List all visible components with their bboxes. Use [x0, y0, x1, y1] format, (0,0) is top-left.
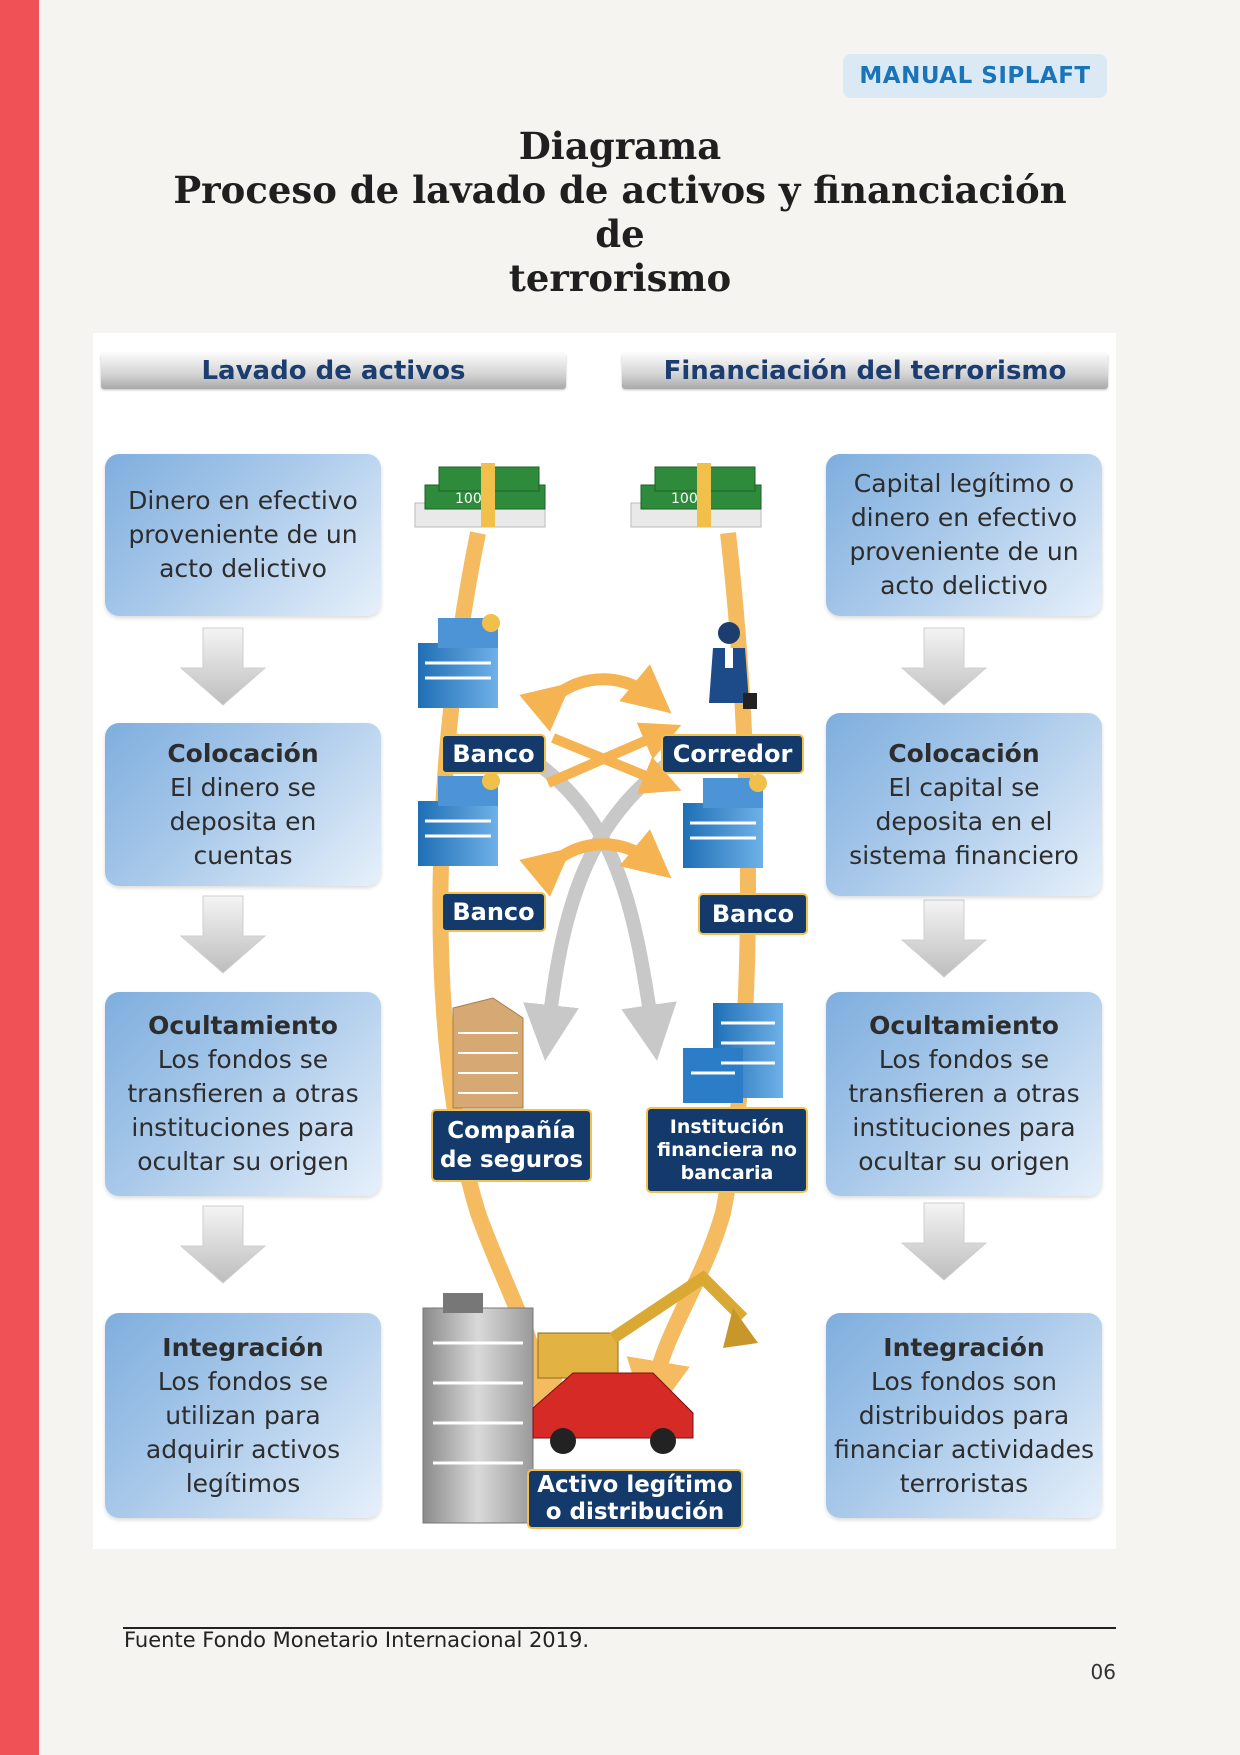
- box-right-integration-text: Los fondos son distribuidos para financi…: [833, 1366, 1094, 1498]
- box-right-integration: Integración Los fondos son distribuidos …: [826, 1313, 1102, 1518]
- flow-arrow-right: [626, 532, 756, 1425]
- box-left-origin: Dinero en efectivo proveniente de un act…: [105, 454, 381, 616]
- box-left-integration-text: Los fondos se utilizan para adquirir act…: [145, 1366, 341, 1498]
- excavator: [537, 1270, 758, 1379]
- box-right-placement-text: El capital se deposita en el sistema fin…: [849, 772, 1079, 870]
- money-stack-right: 100: [630, 463, 762, 528]
- box-left-placement: Colocación El dinero se deposita en cuen…: [105, 723, 381, 886]
- diagram-artwork: 100 100: [179, 463, 988, 1524]
- box-right-layering-title: Ocultamiento: [869, 1011, 1059, 1040]
- exchange-arrow-top: [519, 664, 672, 732]
- sports-car: [532, 1372, 694, 1454]
- box-right-integration-title: Integración: [883, 1332, 1045, 1362]
- box-right-placement-title: Colocación: [888, 738, 1040, 768]
- box-left-placement-text: El dinero se deposita en cuentas: [169, 772, 317, 870]
- box-left-placement-title: Colocación: [167, 738, 319, 768]
- box-right-origin: Capital legítimo o dinero en efectivo pr…: [826, 454, 1102, 616]
- asset-tower: [422, 1293, 534, 1524]
- box-right-placement: Colocación El capital se deposita en el …: [826, 713, 1102, 896]
- header-terrorism-financing: Financiación del terrorismo: [622, 353, 1108, 389]
- label-nonbank-institution: Institución financiera no bancaria: [646, 1107, 808, 1193]
- exchange-arrow-cross-2: [551, 733, 682, 794]
- svg-text:100: 100: [455, 491, 482, 507]
- box-left-origin-text: Dinero en efectivo proveniente de un act…: [128, 486, 358, 583]
- label-insurance-company: Compañía de seguros: [431, 1109, 592, 1182]
- down-arrow-right-3: [900, 1202, 988, 1281]
- page-number: 06: [1090, 1660, 1116, 1684]
- label-bank-2: Banco: [441, 892, 546, 932]
- bank-building-2: [418, 772, 500, 866]
- bank-building-1: [418, 614, 500, 708]
- box-left-layering-title: Ocultamiento: [148, 1011, 338, 1040]
- process-diagram: 100 100: [93, 333, 1116, 1549]
- money-stack-left: 100: [414, 463, 546, 528]
- bank-building-3: [683, 774, 767, 868]
- header-money-laundering: Lavado de activos: [101, 353, 566, 389]
- insurance-building: [452, 997, 524, 1109]
- nonbank-building: [683, 1003, 783, 1103]
- exchange-arrow-mid: [519, 829, 672, 897]
- label-legitimate-asset: Activo legítimo o distribución: [527, 1469, 743, 1529]
- box-right-origin-text: Capital legítimo o dinero en efectivo pr…: [849, 469, 1079, 600]
- label-broker: Corredor: [661, 734, 804, 774]
- box-left-integration-title: Integración: [162, 1332, 324, 1362]
- footer-rule: [123, 1627, 1116, 1629]
- broker-figure: [709, 622, 757, 709]
- label-bank-3: Banco: [698, 893, 808, 935]
- title-line-3: terrorismo: [508, 256, 732, 300]
- box-right-layering: Ocultamiento Los fondos se transfieren a…: [826, 992, 1102, 1196]
- box-left-integration: Integración Los fondos se utilizan para …: [105, 1313, 381, 1518]
- down-arrow-right-2: [900, 899, 988, 978]
- label-bank-1: Banco: [441, 734, 546, 774]
- box-left-layering-text: Los fondos se transfieren a otras instit…: [127, 1045, 359, 1176]
- page-title: Diagrama Proceso de lavado de activos y …: [150, 124, 1090, 300]
- manual-badge: MANUAL SIPLAFT: [843, 54, 1107, 98]
- source-note: Fuente Fondo Monetario Internacional 201…: [124, 1628, 590, 1652]
- down-arrow-left-3: [179, 1205, 267, 1284]
- down-arrow-right-1: [900, 627, 988, 706]
- down-arrow-left-2: [179, 895, 267, 974]
- side-accent-bar: [0, 0, 39, 1755]
- down-arrow-left-1: [179, 627, 267, 706]
- svg-text:100: 100: [671, 491, 698, 507]
- title-line-2: Proceso de lavado de activos y financiac…: [173, 168, 1067, 256]
- title-line-1: Diagrama: [518, 124, 722, 168]
- box-right-layering-text: Los fondos se transfieren a otras instit…: [848, 1045, 1080, 1176]
- box-left-layering: Ocultamiento Los fondos se transfieren a…: [105, 992, 381, 1196]
